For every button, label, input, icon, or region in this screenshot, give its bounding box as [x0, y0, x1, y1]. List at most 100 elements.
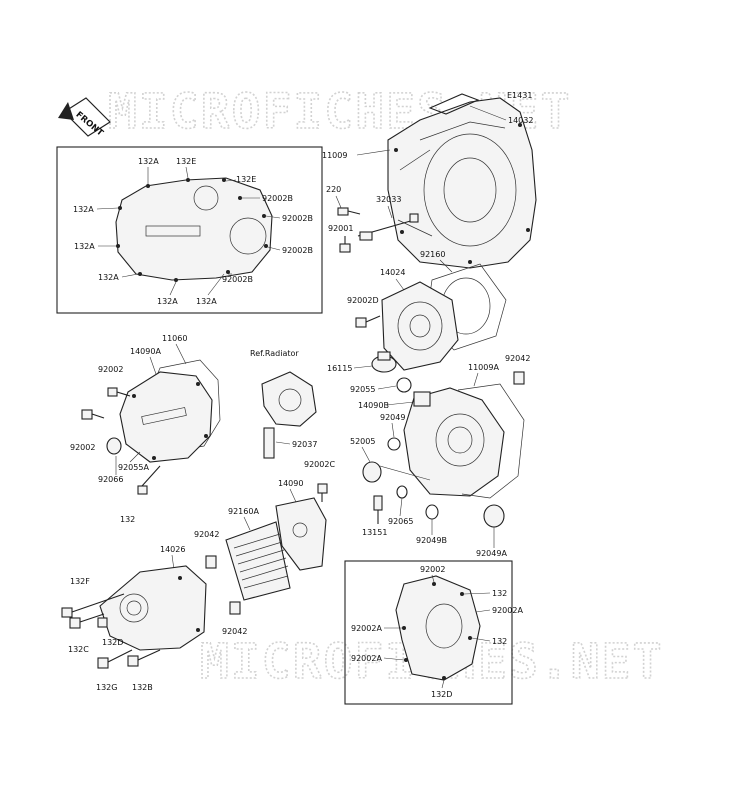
part-92002D-bolt: [355, 315, 381, 328]
label-132G: 132G: [96, 683, 117, 692]
label-92066: 92066: [98, 475, 123, 484]
label-132-c: 132: [492, 637, 507, 646]
label-132B: 132B: [132, 683, 153, 692]
detail-box-top-left: [56, 146, 323, 314]
label-14024: 14024: [380, 268, 405, 277]
part-92042-dowel-c: [229, 601, 241, 615]
label-32033: 32033: [376, 195, 401, 204]
label-92160: 92160: [420, 250, 445, 259]
part-52005-washer: [362, 461, 382, 483]
part-132B-bolt: [127, 649, 161, 667]
label-92065: 92065: [388, 517, 413, 526]
part-water-pump-housing: [261, 371, 317, 427]
part-92049-seal: [387, 437, 401, 451]
label-13151: 13151: [362, 528, 387, 537]
label-132-a: 132: [120, 515, 135, 524]
label-14032: 14032: [508, 116, 533, 125]
part-14032-cap: [428, 93, 480, 115]
ref-radiator-note: Ref.Radiator: [250, 349, 299, 358]
label-92049: 92049: [380, 413, 405, 422]
part-14090A-cover: [119, 371, 213, 463]
part-132D-bolt-a: [97, 617, 108, 628]
part-92049A-seal: [483, 504, 505, 528]
part-92042-dowel-a: [513, 371, 525, 385]
label-14090: 14090: [278, 479, 303, 488]
part-92042-dowel-b: [205, 555, 217, 569]
label-92001: 92001: [328, 224, 353, 233]
label-220: 220: [326, 185, 341, 194]
label-132A-1: 132A: [138, 157, 159, 166]
label-11009A: 11009A: [468, 363, 499, 372]
part-132F-bolt: [61, 593, 125, 618]
label-52005: 52005: [350, 437, 375, 446]
label-14026: 14026: [160, 545, 185, 554]
part-14024-cover: [381, 281, 459, 371]
part-14090-cover: [275, 497, 327, 571]
label-92002B-4: 92002B: [222, 275, 253, 284]
label-92042-a: 92042: [505, 354, 530, 363]
label-132A-6: 132A: [196, 297, 217, 306]
part-16115-cap: [371, 351, 397, 373]
part-cover-outline: [115, 177, 273, 282]
label-92042-b: 92042: [194, 530, 219, 539]
label-11009: 11009: [322, 151, 347, 160]
part-132-bolt-a: [137, 465, 161, 495]
part-11009A-gasket: [457, 383, 525, 499]
part-132G-bolt: [97, 649, 133, 669]
label-92002B-3: 92002B: [282, 246, 313, 255]
part-92066-plug: [106, 437, 122, 455]
part-92055-oring: [396, 377, 412, 393]
part-92049B-seal: [425, 504, 439, 520]
label-92002-c: 92002: [420, 565, 445, 574]
label-92002C: 92002C: [304, 460, 335, 469]
label-132A-3: 132A: [74, 242, 95, 251]
part-pump-cover-detail: [395, 575, 481, 681]
front-arrow-icon: FRONT: [58, 97, 111, 139]
label-92049B: 92049B: [416, 536, 447, 545]
label-92049A: 92049A: [476, 549, 507, 558]
part-14090B-cover: [403, 387, 505, 497]
label-92002B-1: 92002B: [262, 194, 293, 203]
label-132E-1: 132E: [176, 157, 196, 166]
label-14090B: 14090B: [358, 401, 389, 410]
label-92002A-3: 92002A: [351, 654, 382, 663]
label-132-b: 132: [492, 589, 507, 598]
label-132D-a: 132D: [102, 638, 123, 647]
label-132C: 132C: [68, 645, 89, 654]
label-92055A: 92055A: [118, 463, 149, 472]
label-92002A-1: 92002A: [492, 606, 523, 615]
label-92002-a: 92002: [98, 365, 123, 374]
label-132A-5: 132A: [157, 297, 178, 306]
label-16115: 16115: [327, 364, 352, 373]
label-92002B-2: 92002B: [282, 214, 313, 223]
label-92042-c: 92042: [222, 627, 247, 636]
part-92002C-bolt: [317, 483, 328, 502]
part-13151-sensor: [373, 495, 383, 524]
part-92160A-radiator-block: [225, 521, 291, 601]
part-220-bolt: [337, 207, 361, 216]
label-132A-2: 132A: [73, 205, 94, 214]
part-92002-bolt-a: [107, 387, 131, 397]
label-92002D: 92002D: [347, 296, 379, 305]
label-132F: 132F: [70, 577, 90, 586]
label-92055: 92055: [350, 385, 375, 394]
part-32033-rod: [357, 213, 419, 241]
part-92002-bolt-b: [81, 409, 105, 420]
diagram-code: E1431: [507, 91, 532, 100]
part-132C-bolt: [69, 613, 105, 629]
label-92002A-2: 92002A: [351, 624, 382, 633]
label-14090A: 14090A: [130, 347, 161, 356]
label-132D-b: 132D: [431, 690, 452, 699]
label-11060: 11060: [162, 334, 187, 343]
label-92002-b: 92002: [70, 443, 95, 452]
label-132A-4: 132A: [98, 273, 119, 282]
label-92037: 92037: [292, 440, 317, 449]
part-92037-pin: [263, 427, 275, 459]
detail-box-bottom-right: [344, 560, 513, 705]
label-92160A: 92160A: [228, 507, 259, 516]
part-14026-cover: [99, 565, 207, 651]
part-92001-bolt: [339, 236, 351, 253]
part-92065-oring: [396, 485, 408, 499]
label-132E-2: 132E: [236, 175, 256, 184]
